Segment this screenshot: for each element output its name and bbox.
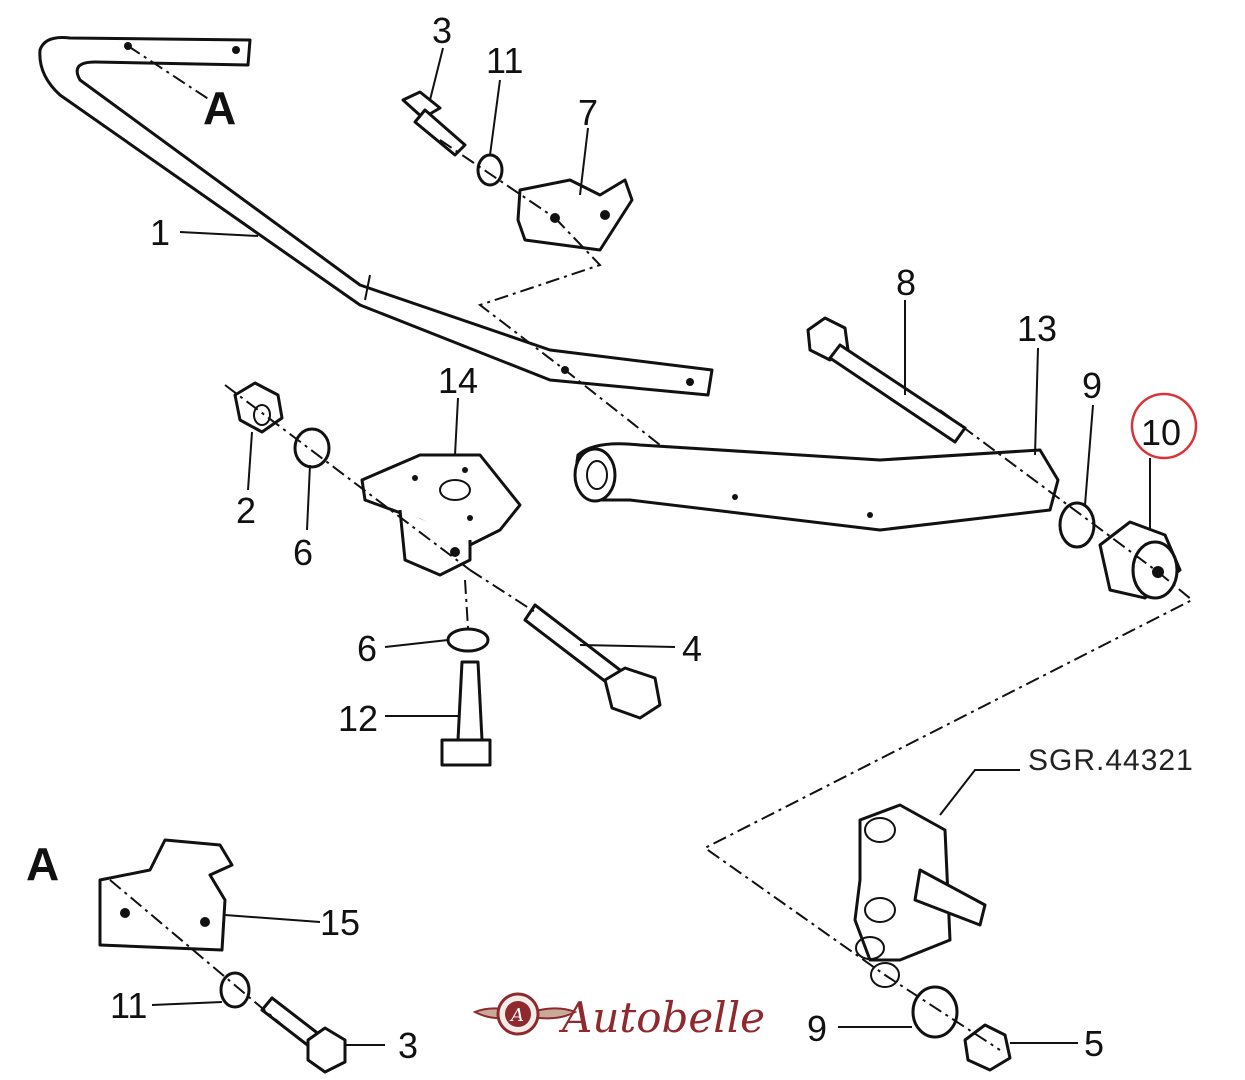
autobelle-emblem-icon: A — [472, 992, 578, 1036]
callout-14: 14 — [438, 360, 478, 401]
callout-5: 5 — [1084, 1023, 1104, 1064]
bushing-10 — [1098, 520, 1182, 600]
brand-name: Autobelle — [558, 993, 765, 1042]
bracket-15 — [98, 838, 234, 952]
hub-carrier — [853, 803, 987, 988]
screw-12 — [440, 660, 492, 767]
callout-9-top: 9 — [1082, 365, 1102, 406]
autobelle-logo: A Autobelle — [472, 992, 765, 1042]
assembly-lines — [109, 45, 1194, 1051]
emblem-letter: A — [509, 1005, 524, 1026]
washer-6-lower — [446, 627, 490, 653]
callout-6-upper: 6 — [293, 532, 313, 573]
view-marker-a-top: A — [203, 82, 236, 134]
callout-6-lower: 6 — [357, 628, 377, 669]
callout-12: 12 — [338, 698, 378, 739]
reference-code: SGR.44321 — [1028, 744, 1194, 777]
callout-8: 8 — [896, 262, 916, 303]
washer-11-bottom — [219, 971, 251, 1009]
trailing-arm — [573, 442, 1060, 532]
callout-15: 15 — [320, 902, 360, 943]
long-bolt — [806, 316, 967, 444]
leader-lines — [151, 47, 1151, 1046]
bolt-top — [401, 90, 467, 157]
callout-9-bottom: 9 — [807, 1008, 827, 1049]
bolt-3-bottom — [260, 996, 347, 1074]
nut-5 — [963, 1023, 1012, 1072]
bolt-4 — [523, 603, 662, 720]
callout-11-bottom: 11 — [110, 985, 147, 1026]
bracket-7 — [516, 178, 634, 252]
callout-3-top: 3 — [432, 10, 452, 51]
callout-10: 10 — [1141, 412, 1181, 453]
washer-top — [476, 153, 504, 187]
nut-2 — [233, 381, 284, 434]
highlight-circle — [1130, 392, 1198, 460]
callout-4: 4 — [682, 628, 702, 669]
callout-3-bottom: 3 — [398, 1025, 418, 1066]
view-marker-a-bottom: A — [26, 838, 59, 890]
washer-6-upper — [293, 427, 331, 469]
callout-11-top: 11 — [486, 40, 523, 81]
callout-7: 7 — [578, 92, 598, 133]
callout-1: 1 — [150, 212, 170, 253]
callout-13: 13 — [1017, 308, 1057, 349]
callout-2: 2 — [236, 490, 256, 531]
mount-bracket — [360, 453, 522, 577]
washer-9-bottom — [911, 985, 959, 1039]
washer-9-top — [1058, 501, 1096, 549]
